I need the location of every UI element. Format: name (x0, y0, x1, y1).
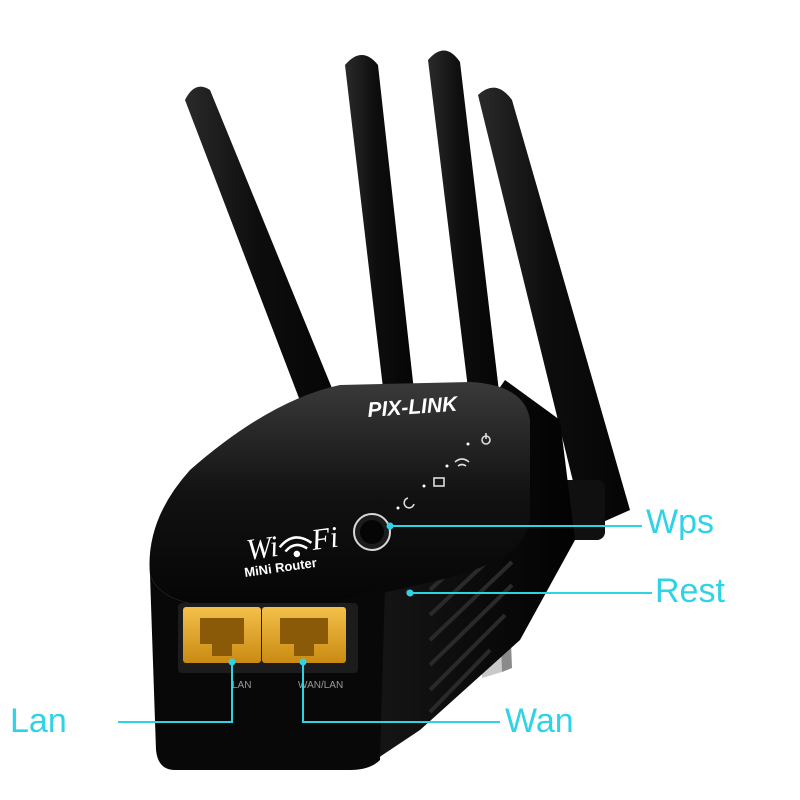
wps-callout-label: Wps (646, 503, 714, 541)
callout-lines (118, 525, 652, 723)
port-label-right: WAN/LAN (298, 680, 343, 691)
lan-port (183, 607, 261, 663)
antenna-left (185, 86, 345, 441)
lan-callout-label: Lan (10, 702, 67, 740)
antenna-center-right (428, 50, 500, 405)
callout-dots (228, 522, 414, 666)
lan-callout-line (118, 662, 233, 723)
svg-text:Fi: Fi (308, 521, 340, 558)
router-top-face (149, 382, 530, 610)
wifi-icon (278, 536, 313, 558)
wan-port (262, 607, 346, 663)
status-indicators (396, 433, 491, 510)
wifi-status-icon (445, 458, 470, 468)
lan-status-icon (422, 477, 445, 488)
wan-callout-line (302, 662, 500, 723)
wan-callout-label: Wan (505, 702, 574, 740)
svg-text:Wi: Wi (244, 530, 280, 567)
wps-status-icon (396, 497, 415, 510)
wifi-logo: Wi Fi MiNi Router (243, 521, 340, 580)
rest-callout-label: Rest (655, 572, 725, 610)
wps-button (353, 513, 391, 551)
port-label-left: LAN (232, 680, 251, 691)
power-icon (466, 433, 491, 446)
ethernet-ports: LAN WAN/LAN (178, 603, 358, 691)
antenna-center-left (345, 55, 415, 405)
antenna-right (478, 87, 630, 530)
